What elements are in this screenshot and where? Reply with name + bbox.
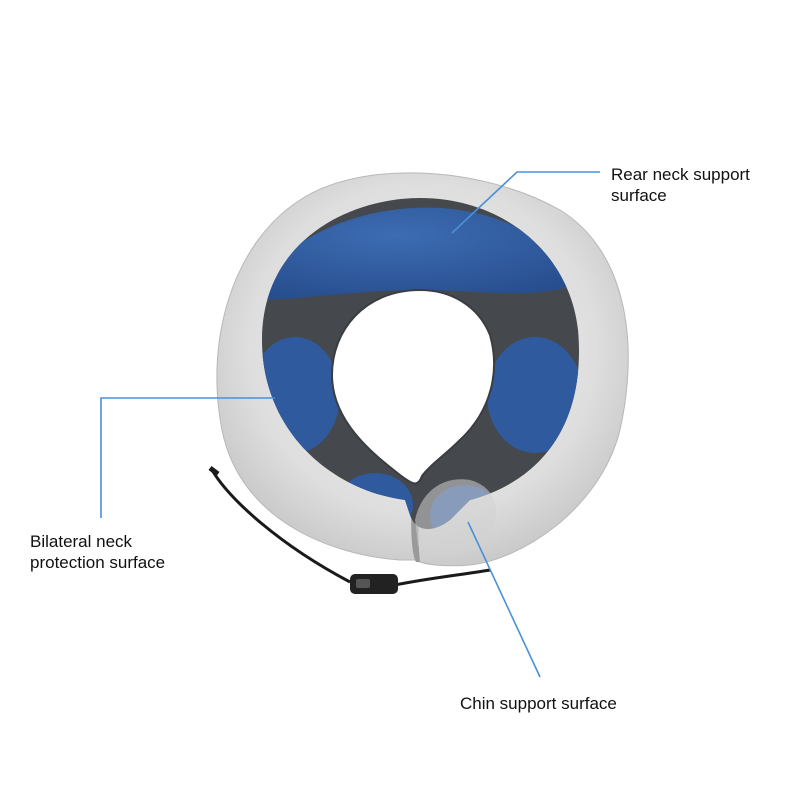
label-bilateral-line1: Bilateral neck — [30, 532, 133, 551]
pillow-center-opening — [330, 288, 496, 485]
callout-line-rear — [451, 171, 600, 234]
label-rear-line1: Rear neck support — [611, 165, 750, 184]
rear-support-region — [262, 207, 575, 300]
callout-line-bilateral — [100, 397, 275, 518]
label-chin-support: Chin support surface — [460, 693, 617, 714]
adjustment-strap — [208, 466, 491, 594]
right-side-region — [487, 337, 579, 453]
label-chin-line1: Chin support surface — [460, 694, 617, 713]
label-rear-line2: surface — [611, 186, 667, 205]
label-bilateral-neck-protection: Bilateral neck protection surface — [30, 531, 165, 573]
label-rear-neck-support: Rear neck support surface — [611, 164, 750, 206]
label-bilateral-line2: protection surface — [30, 553, 166, 572]
callout-line-chin — [467, 521, 541, 678]
callout-lines — [100, 171, 600, 678]
